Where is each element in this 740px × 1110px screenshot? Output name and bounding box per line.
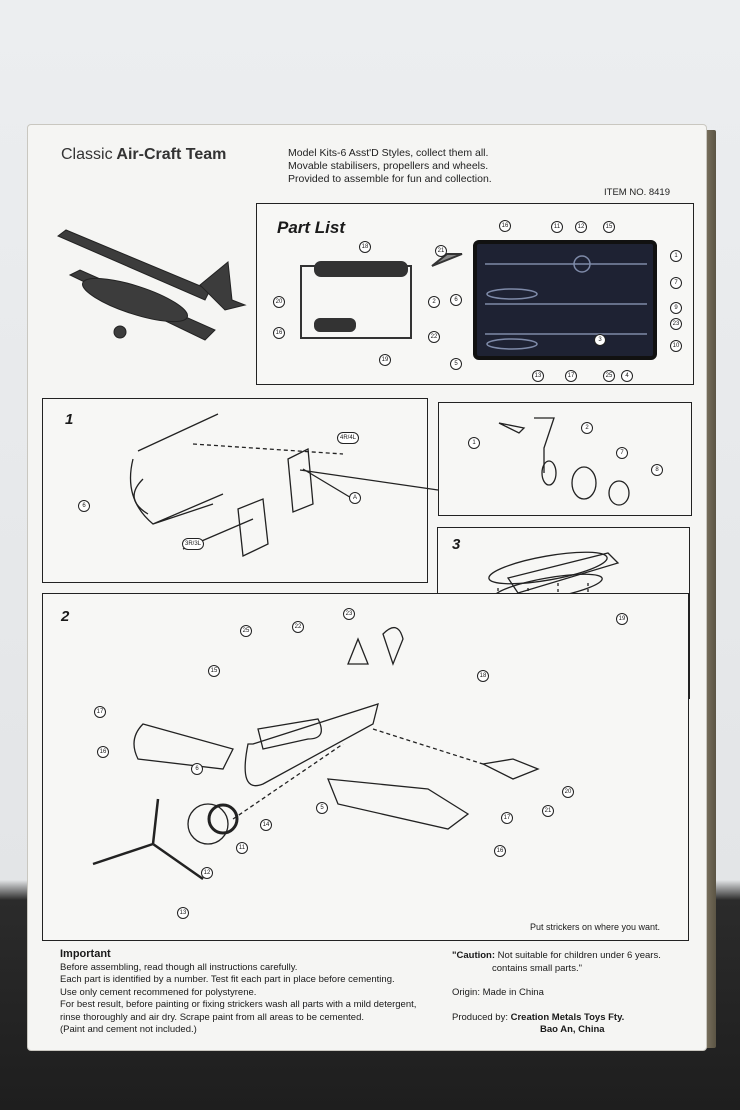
part-number-callout: 8: [651, 464, 663, 476]
part-number-callout: 16: [494, 845, 506, 857]
step-1-panel: 1: [42, 398, 428, 583]
sprue-drawing: [300, 240, 657, 360]
part-number-callout: 7: [616, 447, 628, 459]
part-number-callout: 16: [273, 327, 285, 339]
step-number: 2: [61, 608, 70, 625]
part-number-callout: 21: [435, 245, 447, 257]
part-number-callout: 18: [477, 670, 489, 682]
part-number-callout: 21: [542, 805, 554, 817]
important-line: Before assembling, read though all instr…: [60, 961, 298, 973]
part-number-callout: 5: [450, 358, 462, 370]
part-number-callout: 23: [670, 318, 682, 330]
wheel-assembly-panel: [438, 402, 692, 516]
important-line: Use only cement recommened for polystyre…: [60, 986, 257, 998]
intro-line: Model Kits-6 Asst'D Styles, collect them…: [288, 147, 489, 159]
step-2-panel: 2 Put strickers on where you want.: [42, 593, 689, 941]
part-number-callout: 15: [208, 665, 220, 677]
part-number-callout: 10: [670, 340, 682, 352]
part-list-title: Part List: [277, 218, 346, 237]
part-number-callout: 11: [551, 221, 563, 233]
part-number-callout: 6: [78, 500, 90, 512]
part-number-callout: 11: [236, 842, 248, 854]
part-number-callout: A: [349, 492, 361, 504]
part-number-callout: 1: [670, 250, 682, 262]
part-number-callout: 3: [594, 334, 606, 346]
part-number-callout: 3R/3L: [182, 538, 204, 550]
important-line: rinse thoroughly and air dry. Scrape pai…: [60, 1011, 364, 1023]
sticker-note: Put strickers on where you want.: [529, 922, 660, 932]
title-light: Classic: [61, 146, 113, 163]
part-number-callout: 19: [616, 613, 628, 625]
part-number-callout: 20: [273, 296, 285, 308]
part-number-callout: 6: [191, 763, 203, 775]
part-number-callout: 22: [292, 621, 304, 633]
produced-label: Produced by:: [452, 1011, 508, 1023]
part-number-callout: 5: [316, 802, 328, 814]
wheel-diagram: [498, 417, 630, 506]
step-number: 1: [65, 411, 74, 428]
caution-text: contains small parts.": [492, 962, 582, 974]
important-title: Important: [60, 948, 111, 960]
part-number-callout: 17: [501, 812, 513, 824]
product-title: Classic Air-Craft Team: [61, 146, 226, 164]
part-number-callout: 4R/4L: [337, 432, 359, 444]
part-number-callout: 22: [428, 331, 440, 343]
part-list-panel: Part List: [256, 203, 694, 385]
part-number-callout: 1: [468, 437, 480, 449]
intro-line: Movable stabilisers, propellers and whee…: [288, 160, 489, 172]
caution-text: Not suitable for children under 6 years.: [497, 950, 661, 961]
caution-label: "Caution:: [452, 950, 496, 961]
item-number: ITEM NO. 8419: [604, 187, 670, 198]
part-number-callout: 12: [201, 867, 213, 879]
step-number: 3: [452, 536, 461, 553]
important-line: Each part is identified by a number. Tes…: [60, 974, 395, 985]
part-number-callout: 4: [621, 370, 633, 382]
part-number-callout: 14: [260, 819, 272, 831]
origin-text: Origin: Made in China: [452, 987, 544, 998]
main-assembly-diagram: [92, 627, 540, 881]
title-bold: Air-Craft Team: [116, 146, 227, 163]
part-number-callout: 18: [359, 241, 371, 253]
caution-section: "Caution: Not suitable for children unde…: [452, 950, 661, 1037]
part-number-callout: 12: [575, 221, 587, 233]
part-number-callout: 16: [499, 220, 511, 232]
producer-name: Creation Metals Toys Fty.: [510, 1011, 625, 1023]
part-number-callout: 20: [562, 786, 574, 798]
part-number-callout: 16: [97, 746, 109, 758]
important-section: Important Before assembling, read though…: [60, 948, 416, 1037]
important-line: For best result, before painting or fixi…: [60, 999, 417, 1010]
part-number-callout: 17: [565, 370, 577, 382]
part-number-callout: 2: [581, 422, 593, 434]
part-number-callout: 23: [343, 608, 355, 620]
part-number-callout: 25: [603, 370, 615, 382]
producer-place: Bao An, China: [540, 1024, 605, 1035]
part-number-callout: 6: [450, 294, 462, 306]
important-line: (Paint and cement not included.): [60, 1024, 197, 1035]
part-number-callout: 19: [379, 354, 391, 366]
part-number-callout: 7: [670, 277, 682, 289]
intro-line: Provided to assemble for fun and collect…: [288, 173, 492, 185]
part-number-callout: 17: [94, 706, 106, 718]
part-number-callout: 9: [670, 302, 682, 314]
part-number-callout: 15: [603, 221, 615, 233]
intro-text: Model Kits-6 Asst'D Styles, collect them…: [288, 147, 492, 186]
part-number-callout: 13: [532, 370, 544, 382]
part-number-callout: 25: [240, 625, 252, 637]
part-number-callout: 13: [177, 907, 189, 919]
part-number-callout: 2: [428, 296, 440, 308]
